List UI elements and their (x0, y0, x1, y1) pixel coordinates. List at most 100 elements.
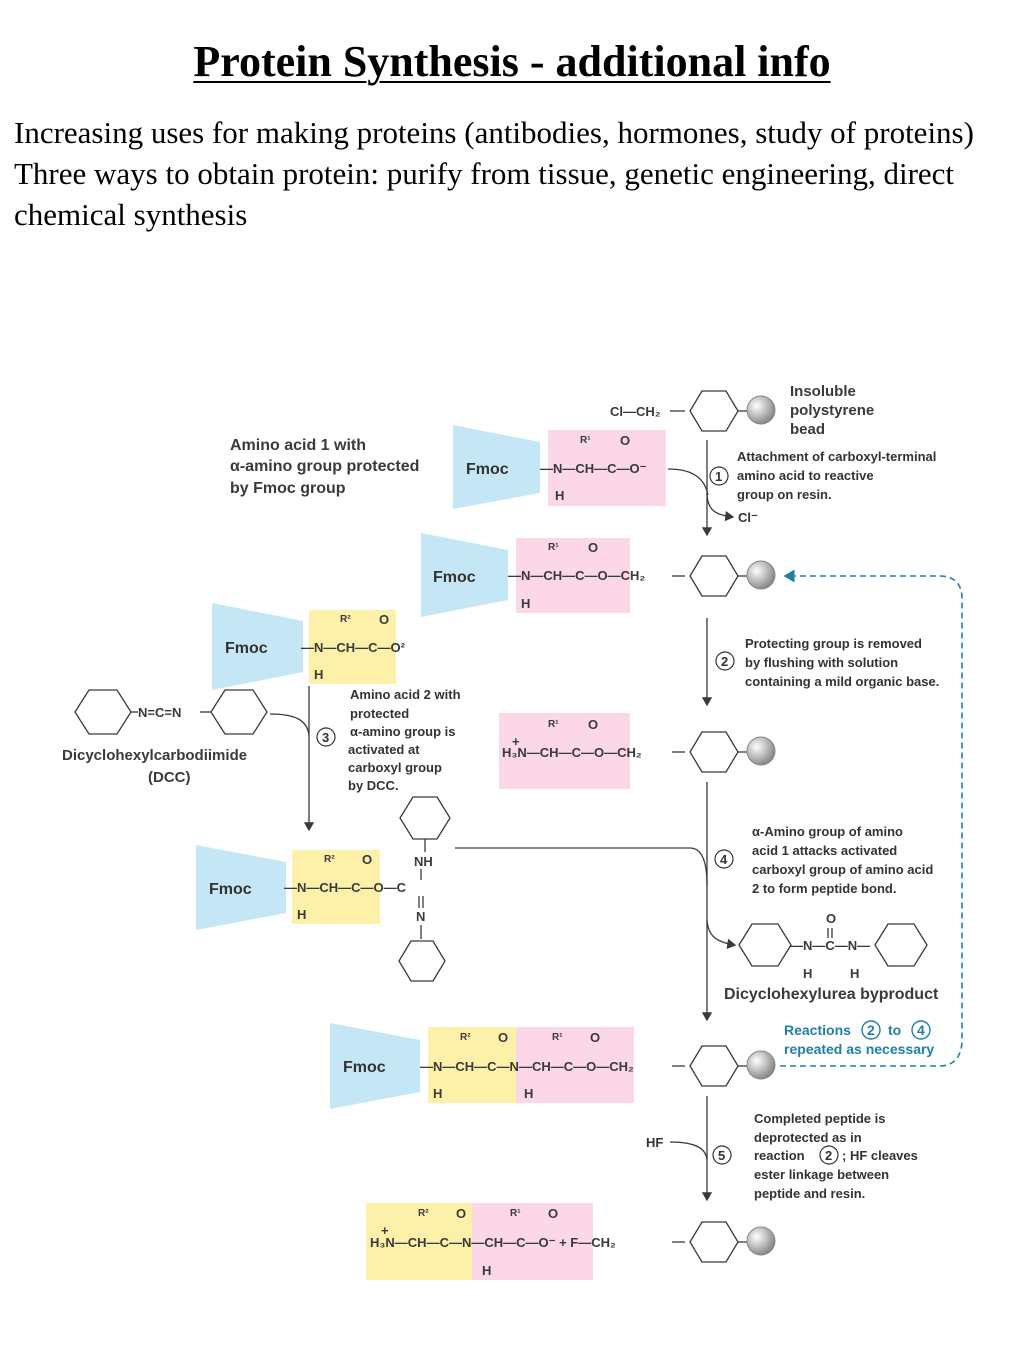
residue-1-box (548, 430, 666, 506)
step-5-text-6: peptide and resin. (754, 1186, 865, 1201)
step-3: 3 Amino acid 2 with protected α-amino gr… (303, 686, 461, 832)
fmoc-label-5: Fmoc (343, 1059, 386, 1076)
urea-name: Dicyclohexylurea byproduct (724, 986, 939, 1003)
bead-icon (746, 1226, 776, 1256)
backbone-row2: —N—CH—C—O—CH₂ (508, 568, 645, 583)
fmoc-label-4: Fmoc (209, 881, 252, 898)
repeat-text-1: Reactions (784, 1022, 851, 1038)
plus-sign-2: + (381, 1223, 389, 1238)
plus-sign: + (512, 734, 520, 749)
fmoc-aa1-resin: Fmoc R¹ O —N—CH—C—O—CH₂ H (421, 533, 776, 617)
r1-label-2: R¹ (548, 542, 559, 553)
step-5-ref: 2 (825, 1148, 832, 1163)
step-5-text-1: Completed peptide is (754, 1111, 885, 1126)
o-label-6: O (498, 1030, 508, 1045)
repeat-text-3: repeated as necessary (784, 1041, 934, 1057)
step-3-text-6: by DCC. (348, 778, 399, 793)
step-3-number: 3 (322, 730, 329, 745)
r2-label-3: R² (460, 1032, 471, 1043)
intro-line-2: Three ways to obtain protein: purify fro… (14, 156, 955, 232)
dcc-name-1: Dicyclohexylcarbodiimide (62, 747, 247, 764)
hf-label: HF (646, 1135, 663, 1150)
final-formula: H₃N—CH—C—N—CH—C—O⁻ + F—CH₂ (370, 1235, 616, 1250)
fmoc-label-2: Fmoc (433, 569, 476, 586)
dcc-name-2: (DCC) (148, 769, 191, 786)
bead-label-3: bead (790, 421, 825, 438)
step-4-text-4: 2 to form peptide bond. (752, 881, 896, 896)
urea-h1: H (803, 966, 812, 981)
step-5-text-4: ; HF cleaves (842, 1148, 918, 1163)
cl-minus-label: Cl⁻ (738, 510, 758, 525)
step-5-text-2: deprotected as in (754, 1130, 862, 1145)
clch2-label: Cl—CH₂ (610, 404, 661, 419)
nh-label: NH (414, 854, 433, 869)
h-label-4: H (297, 907, 306, 922)
urea-formula: —N—C—N— (790, 938, 870, 953)
r2-label: R² (340, 614, 351, 625)
h3n-aa1-resin: R¹ O + H₃N—CH—C—O—CH₂ (499, 713, 776, 789)
step-3-text-1: Amino acid 2 with (350, 687, 461, 702)
o-label: O (620, 433, 630, 448)
bead-icon (746, 1050, 776, 1080)
benzene-ring (689, 390, 739, 432)
step-4-number: 4 (720, 852, 728, 867)
step-2: 2 Protecting group is removed by flushin… (701, 618, 939, 707)
r1-label: R¹ (580, 435, 591, 446)
page-title: Protein Synthesis - additional info (0, 36, 1024, 88)
bead-icon (746, 736, 776, 766)
backbone-row3: H₃N—CH—C—O—CH₂ (502, 745, 642, 760)
step-1-number: 1 (715, 469, 722, 484)
n-label: N (416, 909, 425, 924)
r1-label-4: R¹ (552, 1032, 563, 1043)
repeat-step-b: 4 (917, 1022, 925, 1038)
bead-label-1: Insoluble (790, 383, 856, 400)
r1-label-3: R¹ (548, 719, 559, 730)
urea-h2: H (850, 966, 859, 981)
o-label-2: O (588, 540, 598, 555)
step-1-text-1: Attachment of carboxyl-terminal (737, 449, 936, 464)
step-4-text-1: α-Amino group of amino (752, 824, 903, 839)
resin-start: Cl—CH₂ Insoluble polystyrene bead (610, 383, 874, 438)
o-label-7: O (590, 1030, 600, 1045)
amino-acid-1: Amino acid 1 with α-amino group protecte… (230, 425, 709, 509)
dcc-molecule: N=C=N Dicyclohexylcarbodiimide (DCC) (62, 689, 310, 786)
step-3-text-4: activated at (348, 742, 420, 757)
intro-text: Increasing uses for making proteins (ant… (14, 112, 1004, 235)
h-label-3: H (314, 667, 323, 682)
step-4-text-2: acid 1 attacks activated (752, 843, 897, 858)
step-2-text-3: containing a mild organic base. (745, 674, 939, 689)
o-label-4: O (588, 717, 598, 732)
r2-label-2: R² (324, 854, 335, 865)
h-label-2: H (521, 596, 530, 611)
fmoc-dipeptide-resin: Fmoc R² O R¹ O —N—CH—C—N—CH—C—O—CH₂ H H (330, 1023, 776, 1109)
aa1-label-2: α-amino group protected (230, 458, 419, 475)
aa1-label-3: by Fmoc group (230, 480, 346, 497)
backbone-dipeptide: —N—CH—C—N—CH—C—O—CH₂ (420, 1059, 634, 1074)
step-1: 1 Attachment of carboxyl-terminal amino … (701, 440, 936, 537)
o-label-3: O (379, 612, 389, 627)
final-peptide: R² O R¹ O + H₃N—CH—C—N—CH—C—O⁻ + F—CH₂ H (366, 1203, 776, 1280)
fmoc-label-3: Fmoc (225, 640, 268, 657)
bead-label-2: polystyrene (790, 402, 874, 419)
step-3-text-3: α-amino group is (350, 724, 456, 739)
step-5: HF 5 Completed peptide is deprotected as… (646, 1096, 918, 1202)
h-label-7: H (482, 1263, 491, 1278)
step-3-text-5: carboxyl group (348, 760, 442, 775)
step-4-text-3: carboxyl group of amino acid (752, 862, 933, 877)
backbone-adduct: —N—CH—C—O—C (284, 880, 407, 895)
repeat-text-2: to (888, 1022, 901, 1038)
o-label-5: O (362, 852, 372, 867)
fmoc-label: Fmoc (466, 461, 509, 478)
page-title-text: Protein Synthesis - additional info (193, 37, 831, 86)
backbone-aa1: —N—CH—C—O⁻ (540, 461, 647, 476)
urea-o: O (826, 911, 836, 926)
bead-icon (746, 560, 776, 590)
o-label-8: O (456, 1206, 466, 1221)
aa1-label-1: Amino acid 1 with (230, 437, 366, 454)
step-1-text-2: amino acid to reactive (737, 468, 874, 483)
fmoc-aa2: Fmoc R² O —N—CH—C—O² H (212, 603, 406, 690)
fmoc-shape (453, 425, 540, 509)
repeat-step-a: 2 (867, 1022, 875, 1038)
h-label-5: H (433, 1086, 442, 1101)
